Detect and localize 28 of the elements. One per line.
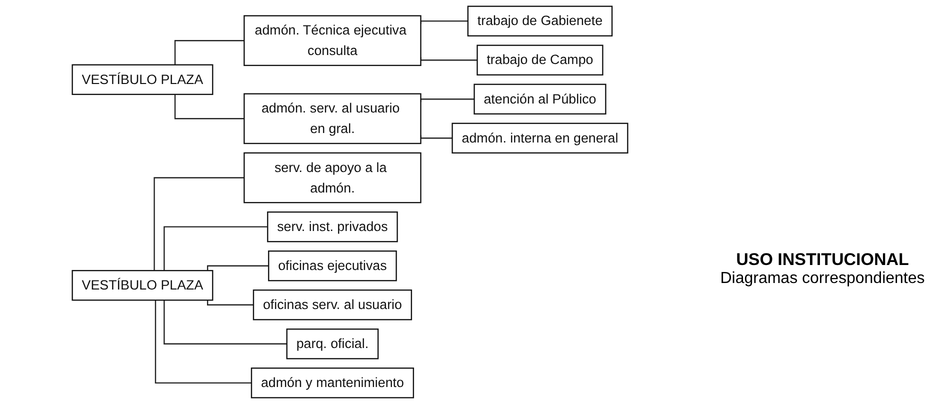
connector [164, 300, 287, 344]
node-box: trabajo de Campo [476, 44, 604, 76]
connector [420, 57, 478, 61]
connector [420, 135, 452, 139]
connector [174, 40, 244, 65]
node-box: trabajo de Gabienete [467, 6, 613, 36]
node-box: admón y mantenimiento [250, 368, 414, 398]
node-box: serv. de apoyo a la admón. [244, 152, 422, 204]
connector [207, 265, 269, 271]
node-box: VESTÍBULO PLAZA [72, 270, 214, 301]
node-box: oficinas serv. al usuario [252, 290, 412, 320]
connector [164, 226, 268, 271]
connector [154, 177, 244, 271]
node-box: admón. serv. al usuario en gral. [244, 93, 422, 144]
caption: Diagramas correspondientes [719, 270, 926, 288]
node-box: parq. oficial. [286, 328, 379, 360]
connector [154, 300, 252, 384]
node-box: serv. inst. privados [267, 211, 398, 242]
connector [420, 98, 474, 102]
node-box: VESTÍBULO PLAZA [72, 64, 214, 95]
title: USO INSTITUCIONAL [735, 250, 910, 270]
connector [207, 300, 254, 306]
connector [420, 20, 468, 24]
node-box: atención al Público [474, 84, 606, 114]
node-box: oficinas ejecutivas [268, 250, 397, 282]
connector [174, 94, 244, 120]
node-box: admón. Técnica ejecutiva consulta [244, 15, 422, 66]
node-box: admón. interna en general [452, 122, 628, 154]
